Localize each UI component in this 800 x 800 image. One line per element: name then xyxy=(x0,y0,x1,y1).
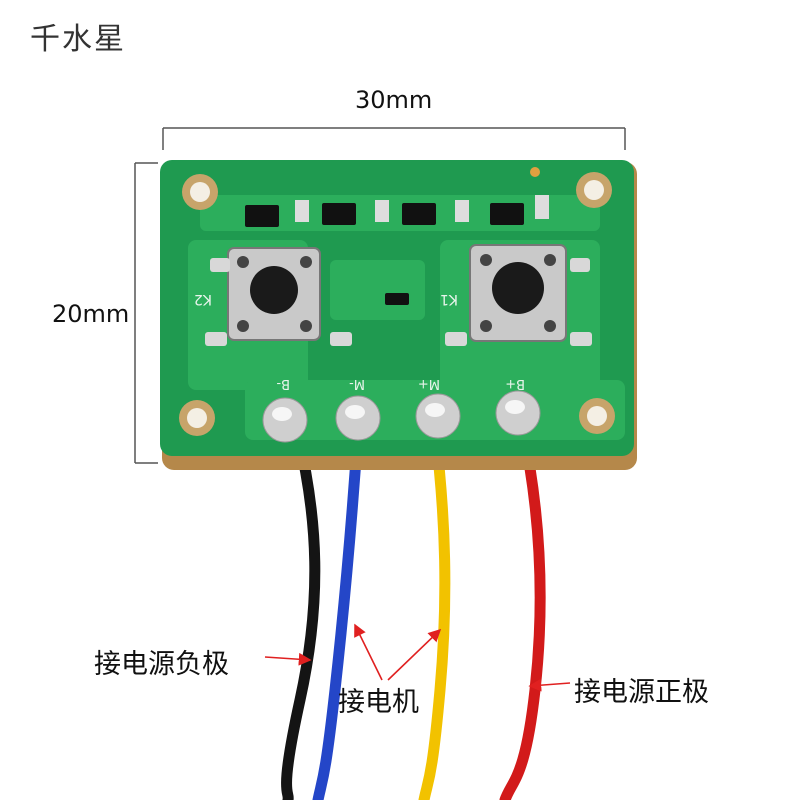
silkscreen-k2: K2 xyxy=(194,291,212,307)
label-power-positive: 接电源正极 xyxy=(574,677,709,708)
height-dimension-line xyxy=(134,162,158,464)
wires xyxy=(281,419,546,800)
width-dimension-line xyxy=(162,127,626,150)
push-button-k2 xyxy=(227,247,321,341)
pad-b-plus xyxy=(495,390,541,436)
silkscreen-m-plus: M+ xyxy=(418,376,440,391)
pad-m-minus xyxy=(335,395,381,441)
width-dimension-label: 30mm xyxy=(355,86,433,114)
silkscreen-b-plus: B+ xyxy=(505,376,525,391)
smd-side-pads xyxy=(205,258,592,346)
red-wire xyxy=(499,419,546,800)
black-wire xyxy=(281,429,321,800)
solder-pads xyxy=(262,390,541,443)
yellow-wire xyxy=(418,424,451,800)
silkscreen-b-minus: B- xyxy=(276,376,290,391)
silkscreen-m-minus: M- xyxy=(349,376,365,391)
arrow-positive xyxy=(528,678,571,692)
blue-wire xyxy=(312,424,364,800)
arrow-motor-blue xyxy=(354,623,383,681)
brand-logo-text: 千水星 xyxy=(30,22,126,57)
smd-components xyxy=(245,167,549,305)
arrow-motor-yellow xyxy=(387,628,442,681)
label-power-negative: 接电源负极 xyxy=(94,649,229,680)
pad-m-plus xyxy=(415,393,461,439)
pad-b-minus xyxy=(262,397,308,443)
push-button-k1 xyxy=(469,244,567,342)
silkscreen-k1: K1 xyxy=(440,291,458,307)
arrow-negative xyxy=(264,652,312,666)
label-motor: 接电机 xyxy=(338,687,419,718)
height-dimension-label: 20mm xyxy=(52,300,130,328)
mounting-holes xyxy=(179,172,615,436)
callout-arrows xyxy=(264,623,571,692)
